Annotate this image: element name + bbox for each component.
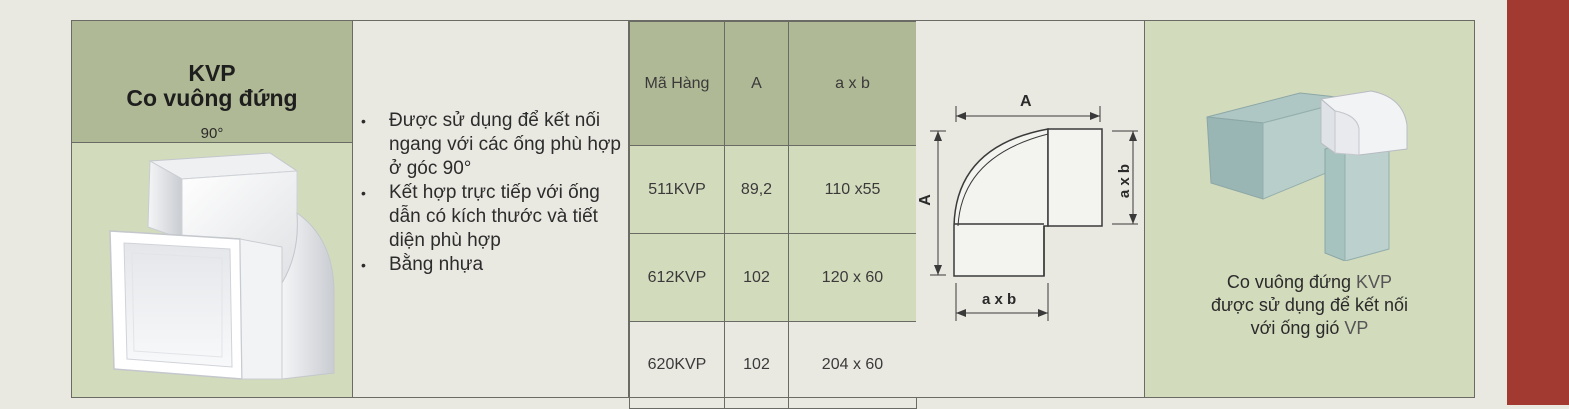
elbow-dimension-diagram	[930, 106, 1138, 321]
spec-table-header-row: Mã Hàng A a x b	[629, 21, 917, 146]
cell-item-code: 511KVP	[629, 145, 725, 234]
sidebar-accent-bar	[1507, 0, 1569, 405]
usage-illustration-cell: Co vuông đứng KVP được sử dụng để kết nố…	[1145, 21, 1474, 397]
usage-caption-prefix: với ống gió	[1250, 318, 1345, 338]
table-row: 511KVP 89,2 110 x55	[629, 145, 917, 234]
product-title-cell: KVP Co vuông đứng 90°	[72, 21, 353, 143]
description-list: Được sử dụng để kết nối ngang với các ốn…	[361, 109, 621, 277]
cell-dimension-a: 102	[724, 233, 789, 322]
cell-item-code: 620KVP	[629, 321, 725, 409]
cell-dimension-a: 89,2	[724, 145, 789, 234]
product-name: Co vuông đứng	[126, 85, 298, 111]
spec-table: Mã Hàng A a x b 511KVP 89,2 110 x55 612K…	[629, 21, 917, 409]
table-row: 620KVP 102 204 x 60	[629, 321, 917, 409]
usage-product-code: KVP	[1356, 272, 1393, 292]
usage-caption: Co vuông đứng KVP được sử dụng để kết nố…	[1145, 271, 1474, 340]
usage-duct-code: VP	[1344, 318, 1369, 338]
description-cell: Được sử dụng để kết nối ngang với các ốn…	[353, 21, 629, 397]
header-dimension-axb: a x b	[788, 21, 917, 146]
technical-diagram-cell: A A a x b a x b	[916, 21, 1145, 397]
product-code: KVP	[188, 60, 236, 86]
header-dimension-a: A	[724, 21, 789, 146]
usage-caption-line-3: với ống gió VP	[1145, 317, 1474, 340]
cell-item-code: 612KVP	[629, 233, 725, 322]
description-item: Kết hợp trực tiếp với ống dẫn có kích th…	[361, 181, 621, 253]
description-item: Được sử dụng để kết nối ngang với các ốn…	[361, 109, 621, 181]
table-row: 612KVP 102 120 x 60	[629, 233, 917, 322]
duct-connection-illustration	[1206, 90, 1408, 262]
header-item-code: Mã Hàng	[629, 21, 725, 146]
diagram-label-bottom: a x b	[982, 291, 1017, 308]
cell-dimension-axb: 204 x 60	[788, 321, 917, 409]
product-photo-cell	[72, 143, 353, 397]
cell-dimension-axb: 120 x 60	[788, 233, 917, 322]
catalog-row-frame	[71, 20, 1475, 398]
description-item: Bằng nhựa	[361, 253, 621, 277]
cell-dimension-a: 102	[724, 321, 789, 409]
diagram-label-top: A	[1020, 93, 1032, 110]
usage-caption-prefix: Co vuông đứng	[1226, 272, 1357, 292]
elbow-product-image	[109, 152, 335, 380]
product-angle: 90°	[200, 125, 224, 142]
usage-caption-line-1: Co vuông đứng KVP	[1145, 271, 1474, 294]
usage-caption-line-2: được sử dụng để kết nối	[1210, 295, 1408, 315]
cell-dimension-axb: 110 x55	[788, 145, 917, 234]
